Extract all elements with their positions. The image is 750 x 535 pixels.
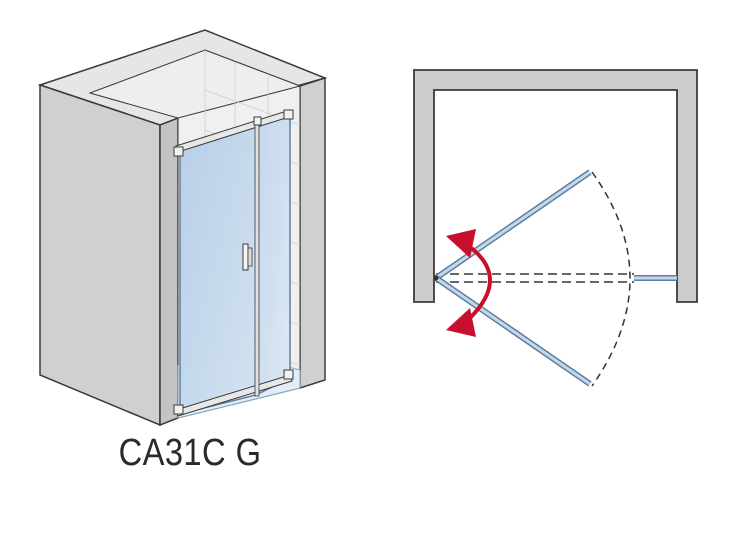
plan-hinge-point	[433, 275, 439, 281]
plan-door-open-outward	[434, 275, 592, 387]
inner-opening-top	[88, 49, 302, 119]
plan-closed-door	[436, 273, 634, 283]
door-handle-icon	[242, 243, 253, 271]
bracket-top-center	[253, 116, 262, 126]
bracket-top-right	[283, 109, 294, 120]
center-profile	[254, 121, 260, 397]
plan-view	[413, 69, 698, 387]
plan-walls	[413, 69, 698, 303]
plan-swing-arc	[591, 171, 631, 387]
left-wall-side	[159, 116, 179, 427]
fixed-glass-panel	[257, 112, 291, 396]
right-wall-front	[299, 76, 326, 390]
hinge-bottom-left	[173, 404, 184, 415]
swing-direction-arrow-icon	[446, 229, 492, 337]
isometric-view	[37, 29, 328, 427]
plan-door-open-inward	[434, 169, 592, 281]
bracket-bottom-right	[283, 369, 294, 380]
hinge-top-left	[173, 146, 184, 157]
left-wall-front	[39, 83, 161, 427]
model-label: CA31C G	[118, 432, 262, 474]
